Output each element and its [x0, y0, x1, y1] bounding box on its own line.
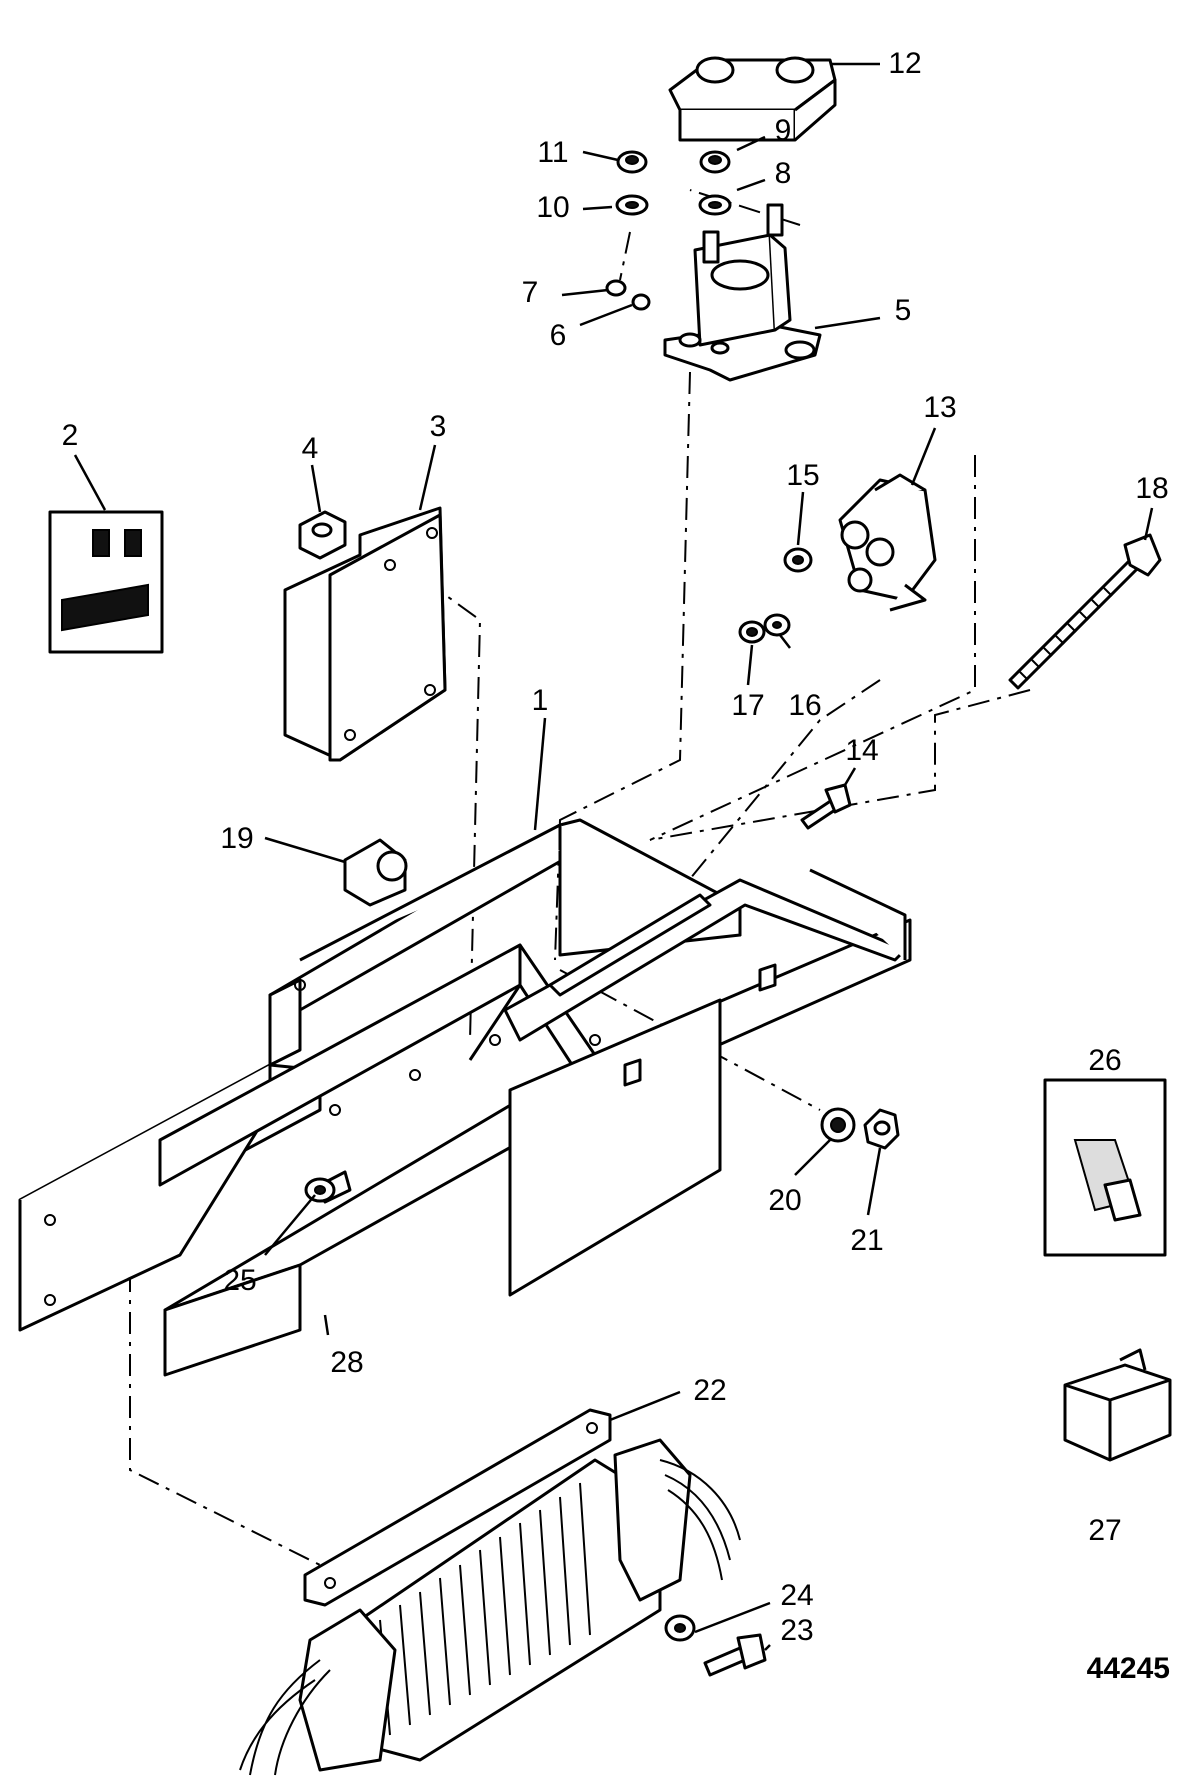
callout-25: 25 [223, 1264, 256, 1297]
parts-6-7-small-nuts [605, 279, 651, 311]
part-22-control-module [239, 1408, 741, 1776]
callout-12: 12 [888, 47, 921, 80]
part-2-decal [48, 510, 164, 654]
part-25-nut [304, 1177, 336, 1203]
callout-14: 14 [845, 734, 878, 767]
callout-7: 7 [522, 276, 539, 309]
part-27-relay [1063, 1348, 1172, 1462]
callout-9: 9 [775, 114, 792, 147]
part-23-bolt [703, 1633, 767, 1677]
part-14-screw [800, 783, 852, 830]
part-20-washer [820, 1107, 856, 1143]
callout-15: 15 [786, 459, 819, 492]
part-3-cover-plate [283, 506, 447, 762]
parts-8-11-nuts-washers [615, 150, 732, 216]
part-19-spacer [343, 838, 408, 907]
callout-1: 1 [532, 684, 549, 717]
parts-16-17-nut-washer [738, 613, 791, 644]
callout-22: 22 [693, 1374, 726, 1407]
part-4-nut [298, 510, 347, 560]
part-1-mounting-bracket [18, 818, 912, 1377]
callout-19: 19 [220, 822, 253, 855]
callout-13: 13 [923, 391, 956, 424]
callout-20: 20 [768, 1184, 801, 1217]
leader-lines [73, 62, 1154, 1651]
part-13-circuit-breaker [838, 473, 937, 612]
callout-3: 3 [430, 410, 447, 443]
part-15-nut [783, 547, 813, 573]
part-24-washer [664, 1614, 696, 1642]
callout-8: 8 [775, 157, 792, 190]
callout-10: 10 [536, 191, 569, 224]
callout-24: 24 [780, 1579, 813, 1612]
diagram-id: 44245 [1087, 1652, 1170, 1685]
part-26-fuse [1043, 1078, 1167, 1257]
callout-18: 18 [1135, 472, 1168, 505]
callout-21: 21 [850, 1224, 883, 1257]
callout-6: 6 [550, 319, 567, 352]
callout-17: 17 [731, 689, 764, 722]
callout-4: 4 [302, 432, 319, 465]
callout-11: 11 [537, 136, 568, 169]
callout-23: 23 [780, 1614, 813, 1647]
callout-27: 27 [1088, 1514, 1121, 1547]
part-5-solenoid [663, 203, 822, 382]
callout-5: 5 [895, 294, 912, 327]
part-12-terminal-cover [668, 56, 837, 142]
callout-2: 2 [62, 419, 79, 452]
part-18-long-bolt [1008, 533, 1162, 690]
callout-16: 16 [788, 689, 821, 722]
callout-labels: 1 2 3 4 5 6 7 8 9 10 11 12 13 14 15 16 1… [62, 47, 1169, 1647]
part-21-nut [863, 1108, 900, 1150]
callout-28: 28 [330, 1346, 363, 1379]
callout-26: 26 [1088, 1044, 1121, 1077]
